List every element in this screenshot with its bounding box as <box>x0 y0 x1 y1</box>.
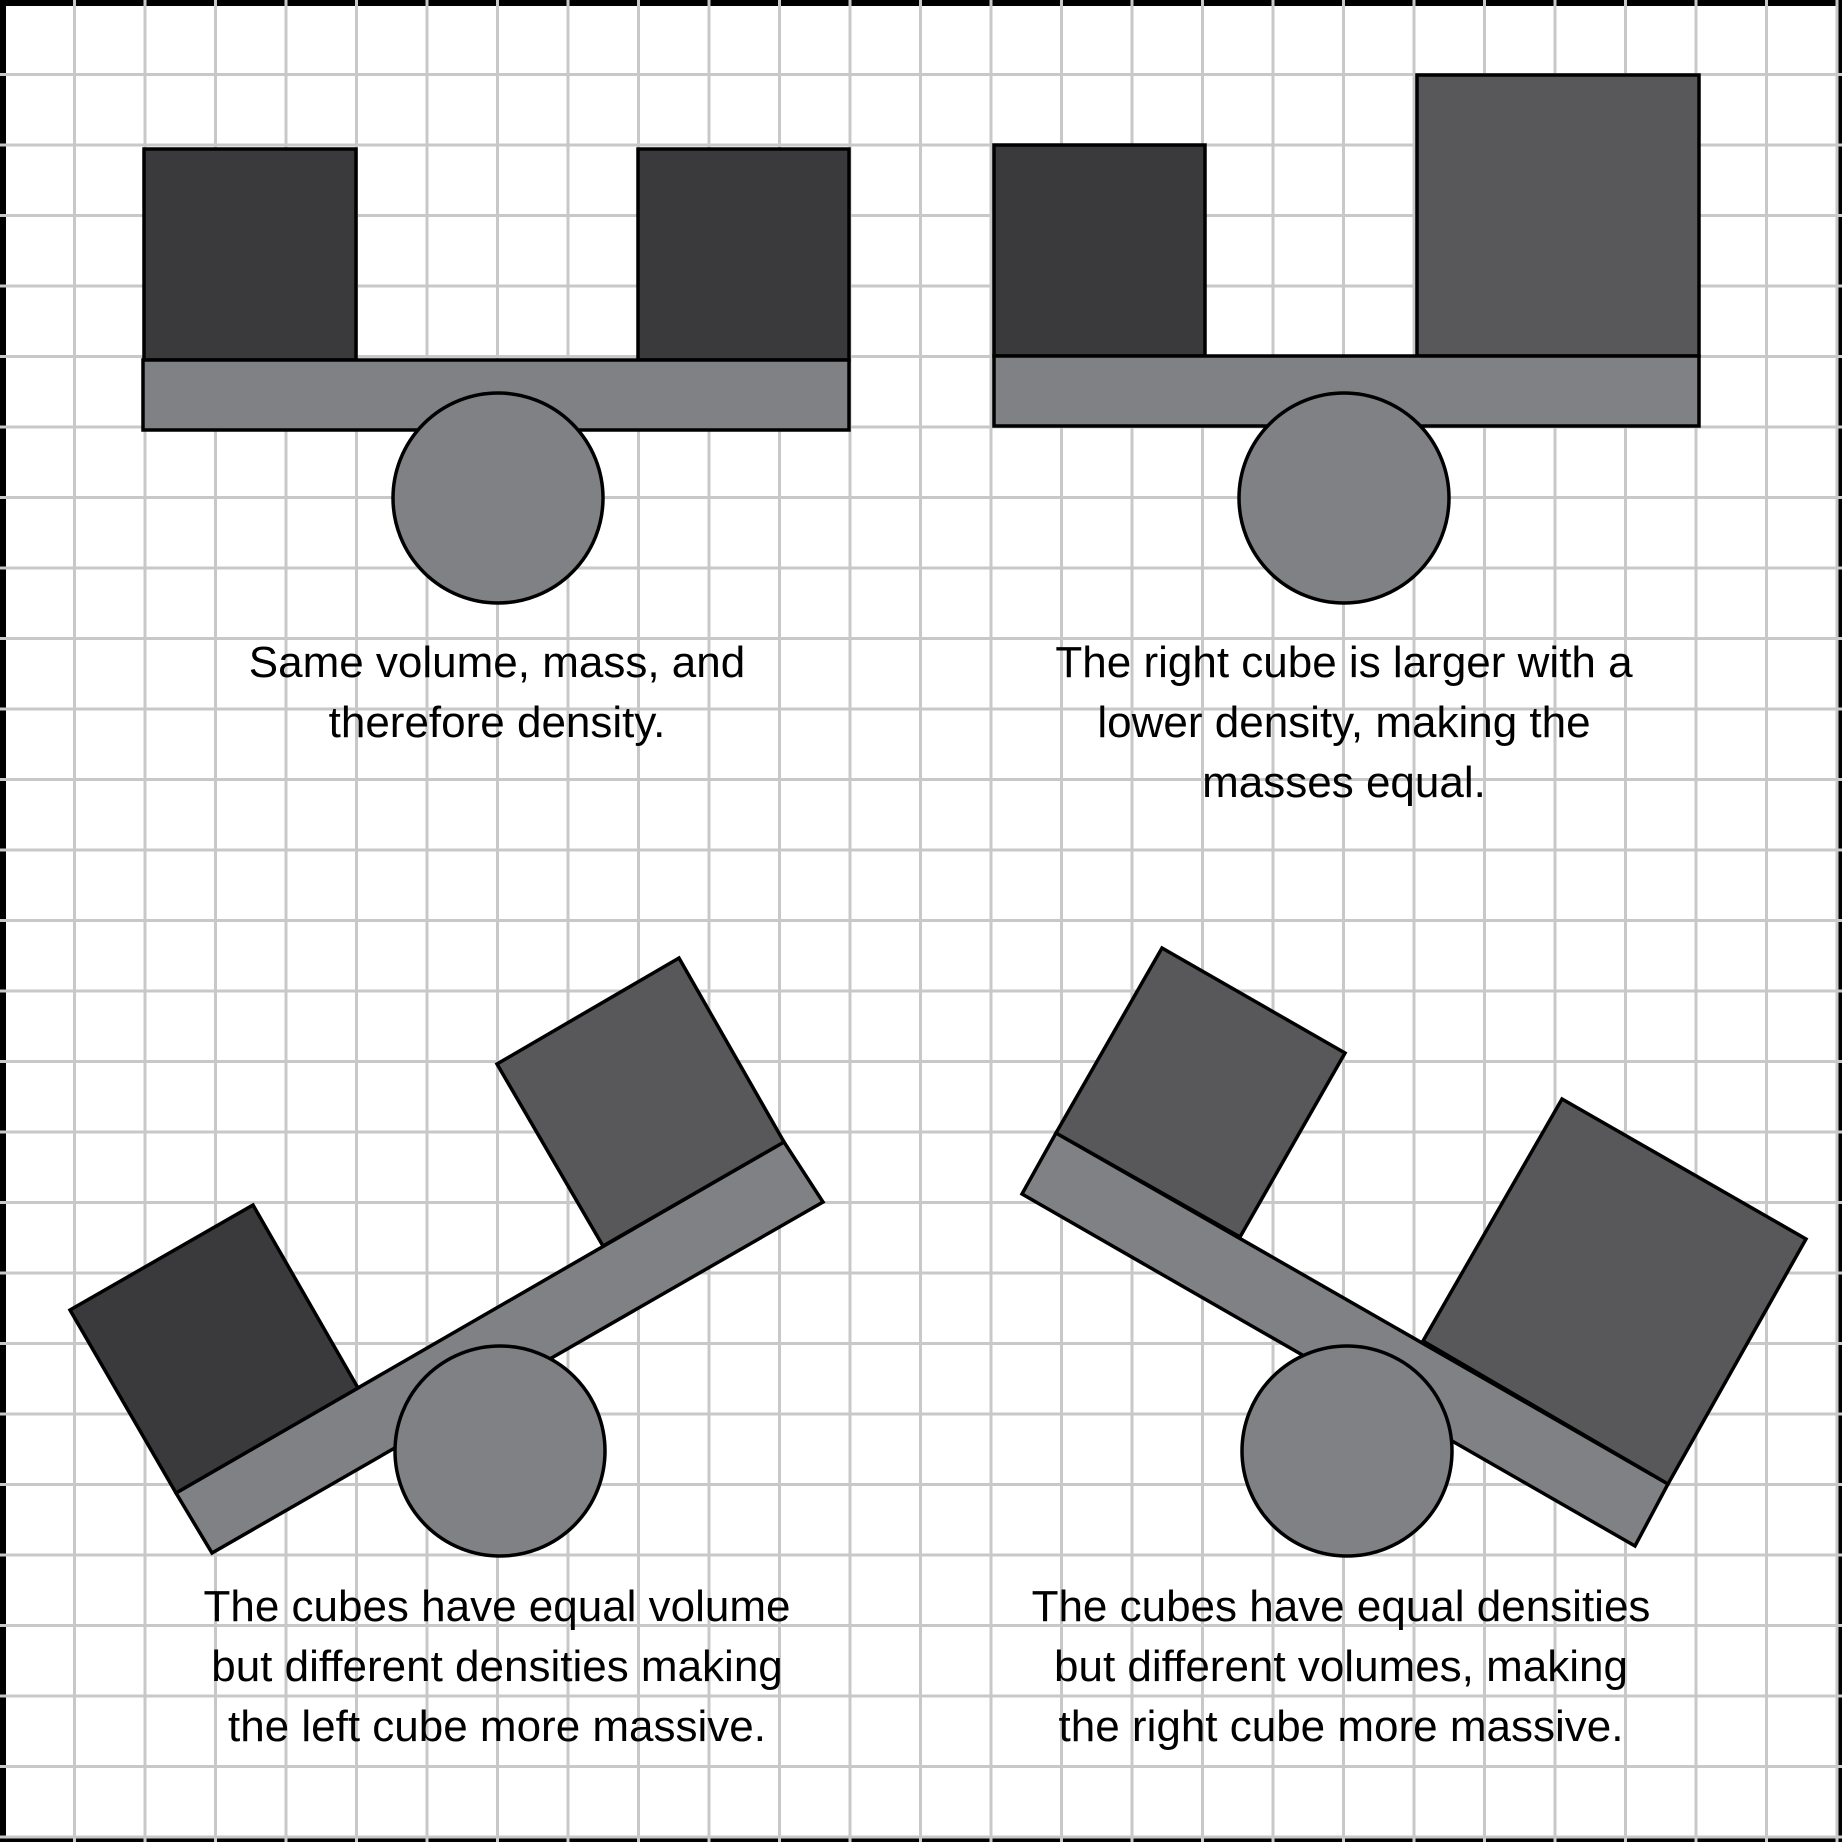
panel-top-left <box>141 147 851 605</box>
fulcrum <box>1237 391 1451 605</box>
right-cube <box>636 147 851 362</box>
caption-top-right: The right cube is larger with a lower de… <box>984 633 1704 813</box>
caption-line: but different volumes, making <box>1054 1642 1628 1691</box>
caption-line: but different densities making <box>211 1642 783 1691</box>
left-cube <box>1053 945 1348 1240</box>
caption-line: The cubes have equal volume <box>203 1582 791 1631</box>
caption-line: the left cube more massive. <box>227 1702 766 1751</box>
caption-bottom-left: The cubes have equal volume but differen… <box>137 1577 857 1757</box>
caption-line: Same volume, mass, and <box>248 638 746 687</box>
right-cube <box>494 955 787 1249</box>
fulcrum <box>393 1344 607 1558</box>
fulcrum <box>1240 1344 1454 1558</box>
caption-line: The cubes have equal densities <box>1031 1582 1651 1631</box>
right-cube-large <box>1420 1096 1809 1487</box>
caption-line: therefore density. <box>328 698 666 747</box>
beam <box>1019 1130 1671 1549</box>
left-cube <box>992 143 1207 358</box>
panel-bottom-left <box>67 955 826 1558</box>
fulcrum <box>391 391 605 605</box>
caption-bottom-right: The cubes have equal densities but diffe… <box>981 1577 1701 1757</box>
caption-line: masses equal. <box>1202 758 1486 807</box>
panel-top-right <box>992 73 1701 605</box>
panel-bottom-right <box>1019 945 1809 1558</box>
caption-line: The right cube is larger with a <box>1055 638 1633 687</box>
left-cube <box>67 1202 361 1496</box>
left-cube <box>142 147 358 362</box>
right-cube-large <box>1415 73 1701 358</box>
caption-line: lower density, making the <box>1097 698 1591 747</box>
caption-top-left: Same volume, mass, and therefore density… <box>137 633 857 753</box>
caption-line: the right cube more massive. <box>1058 1702 1624 1751</box>
